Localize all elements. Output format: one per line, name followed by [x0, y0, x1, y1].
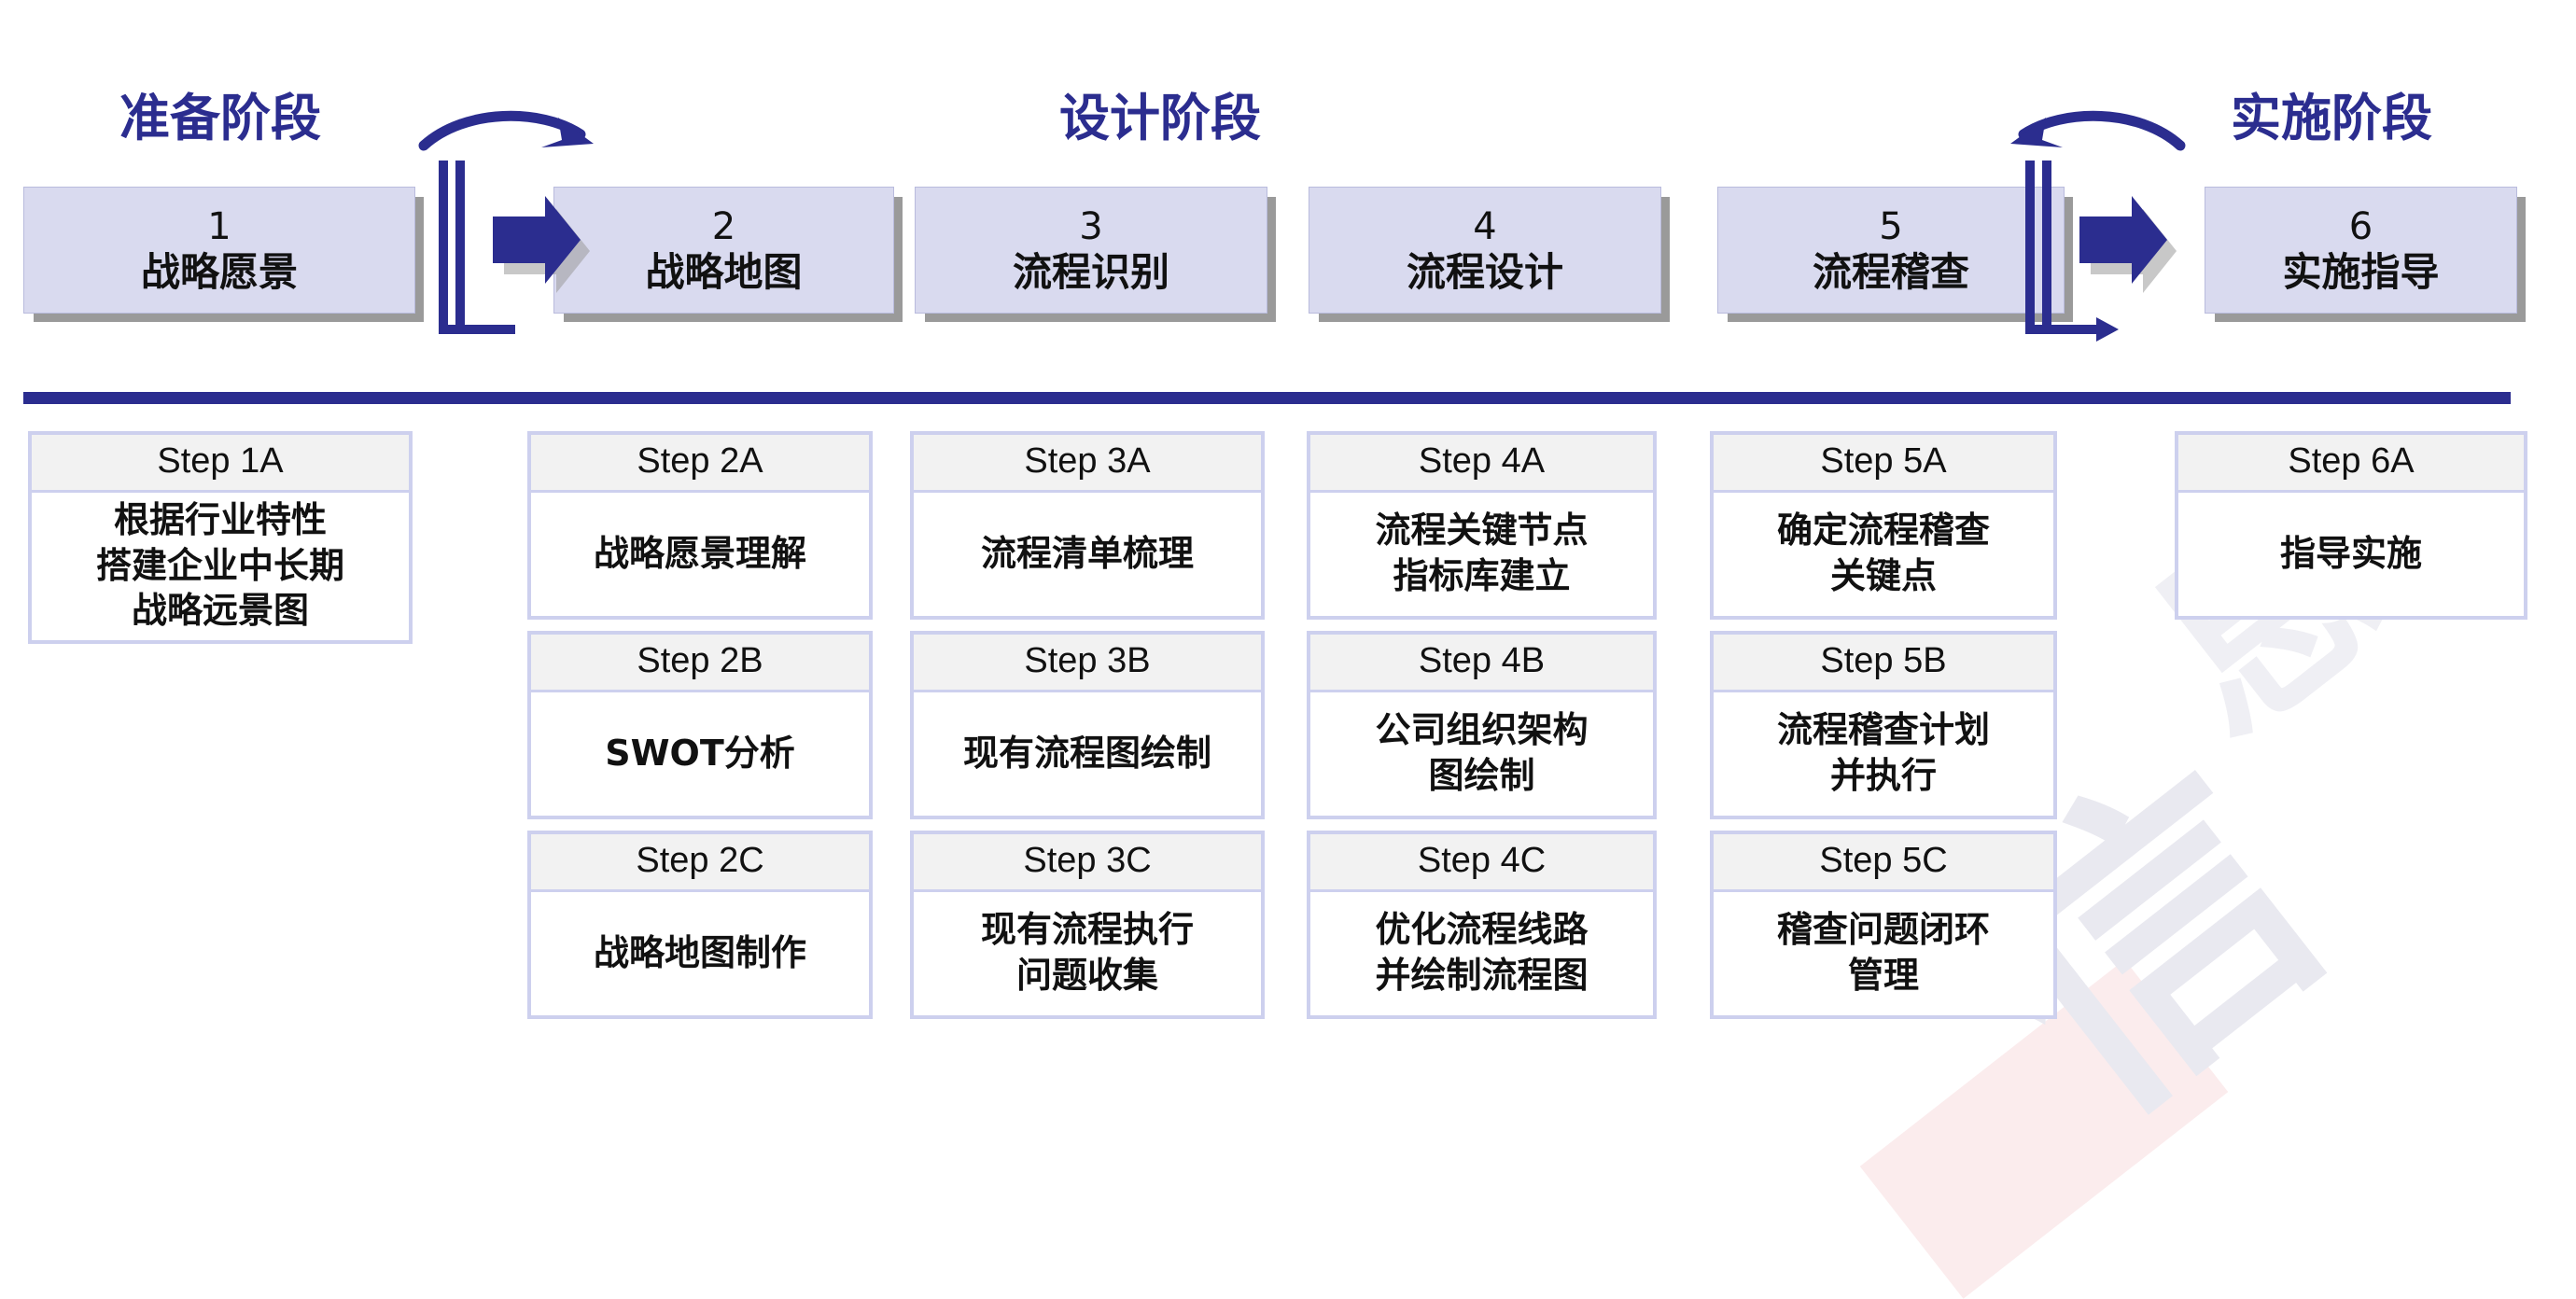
step-column-6: Step 6A 指导实施	[2175, 431, 2527, 631]
phase-title-implement: 实施阶段	[2231, 89, 2432, 147]
step-column-5: Step 5A 确定流程稽查 关键点 Step 5B 流程稽查计划 并执行 St…	[1710, 431, 2057, 1030]
step-card-body: 公司组织架构 图绘制	[1375, 709, 1589, 796]
step-card[interactable]: Step 4C 优化流程线路 并绘制流程图	[1307, 831, 1657, 1019]
stage-box-6[interactable]: 6 实施指导	[2205, 187, 2517, 314]
step-card-body: 稽查问题闭环 管理	[1776, 909, 1990, 996]
stage-number-2: 2	[711, 204, 736, 248]
bracket-icon	[2025, 161, 2119, 342]
step-card[interactable]: Step 4B 公司组织架构 图绘制	[1307, 631, 1657, 819]
stage-label-6: 实施指导	[2282, 248, 2440, 295]
step-card[interactable]: Step 3B 现有流程图绘制	[910, 631, 1265, 819]
stage-number-5: 5	[1879, 204, 1903, 248]
step-card[interactable]: Step 2B SWOT分析	[527, 631, 873, 819]
step-card-header: Step 5A	[1714, 435, 2053, 493]
step-card[interactable]: Step 1A 根据行业特性 搭建企业中长期 战略远景图	[28, 431, 413, 644]
stage-number-4: 4	[1473, 204, 1497, 248]
stage-box-5[interactable]: 5 流程稽查	[1717, 187, 2065, 314]
step-card-body: 优化流程线路 并绘制流程图	[1375, 909, 1589, 996]
block-arrow-right-icon	[2079, 196, 2177, 293]
phase-separator-right	[1997, 103, 2212, 345]
step-card-body: 流程稽查计划 并执行	[1776, 709, 1990, 796]
step-card[interactable]: Step 2C 战略地图制作	[527, 831, 873, 1019]
step-card[interactable]: Step 5A 确定流程稽查 关键点	[1710, 431, 2057, 620]
step-card-header: Step 3A	[914, 435, 1261, 493]
step-card-body: 流程关键节点 指标库建立	[1375, 510, 1589, 596]
phase-separator-left	[411, 103, 625, 345]
stage-label-5: 流程稽查	[1812, 248, 1969, 295]
step-card-header: Step 2C	[531, 834, 869, 892]
stage-label-1: 战略愿景	[140, 248, 298, 295]
step-column-2: Step 2A 战略愿景理解 Step 2B SWOT分析 Step 2C 战略…	[527, 431, 873, 1030]
step-card-header: Step 4B	[1310, 635, 1653, 692]
step-card-body: 根据行业特性 搭建企业中长期 战略远景图	[95, 499, 344, 632]
phase-title-design: 设计阶段	[1059, 89, 1261, 147]
step-card[interactable]: Step 2A 战略愿景理解	[527, 431, 873, 620]
step-grid: Step 1A 根据行业特性 搭建企业中长期 战略远景图 Step 2A 战略愿…	[0, 431, 2576, 1084]
step-card-header: Step 5C	[1714, 834, 2053, 892]
step-card[interactable]: Step 4A 流程关键节点 指标库建立	[1307, 431, 1657, 620]
curved-arrow-left-icon	[2010, 110, 2186, 151]
step-card[interactable]: Step 6A 指导实施	[2175, 431, 2527, 620]
step-column-1: Step 1A 根据行业特性 搭建企业中长期 战略远景图	[28, 431, 413, 655]
stage-box-1[interactable]: 1 战略愿景	[23, 187, 415, 314]
stage-number-6: 6	[2348, 204, 2373, 248]
step-card-body: 战略地图制作	[593, 931, 806, 973]
stage-box-4[interactable]: 4 流程设计	[1309, 187, 1661, 314]
step-card-header: Step 3C	[914, 834, 1261, 892]
step-card-body: 确定流程稽查 关键点	[1776, 510, 1990, 596]
curved-arrow-right-icon	[418, 110, 594, 151]
step-card-header: Step 5B	[1714, 635, 2053, 692]
stage-label-2: 战略地图	[645, 248, 803, 295]
step-card-header: Step 2A	[531, 435, 869, 493]
step-card-body: 战略愿景理解	[593, 532, 806, 574]
step-card[interactable]: Step 5C 稽查问题闭环 管理	[1710, 831, 2057, 1019]
step-card[interactable]: Step 3A 流程清单梳理	[910, 431, 1265, 620]
stage-label-3: 流程识别	[1012, 248, 1169, 295]
stage-box-3[interactable]: 3 流程识别	[915, 187, 1267, 314]
step-column-3: Step 3A 流程清单梳理 Step 3B 现有流程图绘制 Step 3C 现…	[910, 431, 1265, 1030]
phase-title-prepare: 准备阶段	[119, 89, 321, 147]
step-card-header: Step 2B	[531, 635, 869, 692]
step-card-body: 流程清单梳理	[980, 532, 1194, 574]
step-card[interactable]: Step 3C 现有流程执行 问题收集	[910, 831, 1265, 1019]
step-card-header: Step 1A	[32, 435, 409, 493]
step-card-header: Step 3B	[914, 635, 1261, 692]
step-card-body: SWOT分析	[605, 732, 795, 774]
step-card-body: 指导实施	[2279, 532, 2422, 574]
stage-box-2[interactable]: 2 战略地图	[553, 187, 894, 314]
step-card-body: 现有流程图绘制	[962, 732, 1211, 774]
block-arrow-right-icon	[493, 196, 590, 293]
stage-number-3: 3	[1079, 204, 1103, 248]
step-column-4: Step 4A 流程关键节点 指标库建立 Step 4B 公司组织架构 图绘制 …	[1307, 431, 1657, 1030]
stage-label-4: 流程设计	[1406, 248, 1563, 295]
step-card-body: 现有流程执行 问题收集	[980, 909, 1194, 996]
stage-row: 准备阶段 设计阶段 实施阶段 1 战略愿景 2 战略地图 3 流程识别 4 流程…	[0, 0, 2576, 373]
stage-number-1: 1	[207, 204, 231, 248]
step-card-header: Step 6A	[2178, 435, 2524, 493]
step-card[interactable]: Step 5B 流程稽查计划 并执行	[1710, 631, 2057, 819]
step-card-header: Step 4C	[1310, 834, 1653, 892]
bracket-icon	[439, 161, 515, 334]
section-divider	[23, 392, 2511, 404]
step-card-header: Step 4A	[1310, 435, 1653, 493]
